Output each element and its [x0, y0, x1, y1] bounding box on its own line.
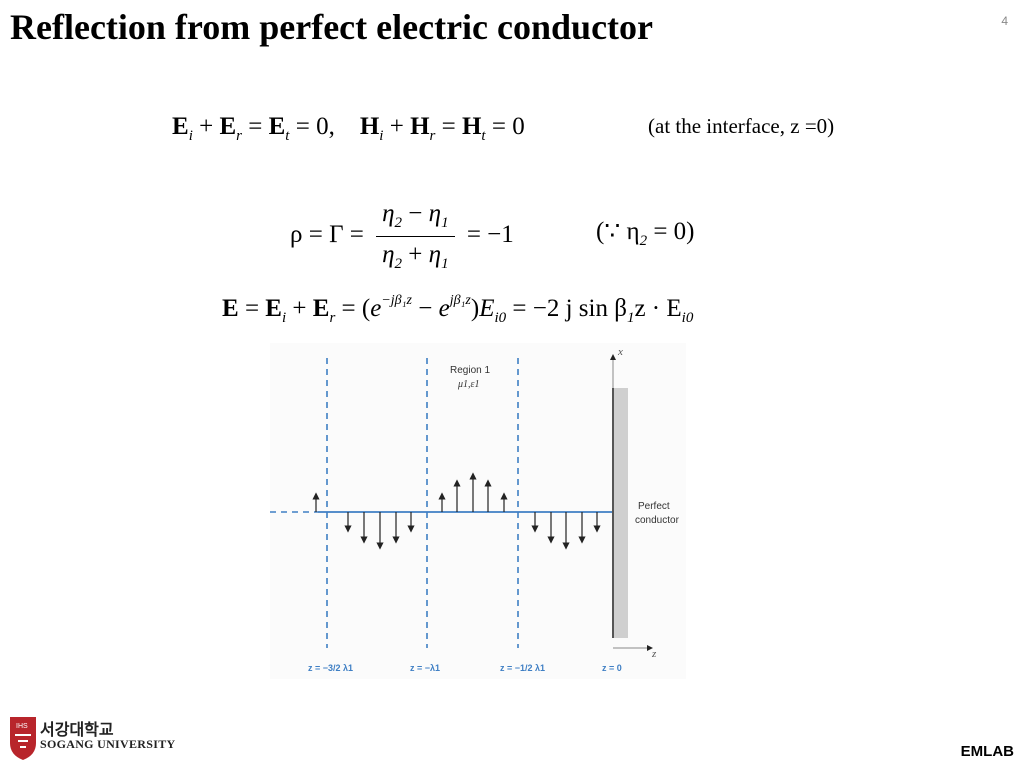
eta-condition: (∵ η2 = 0) — [596, 218, 695, 249]
perfect-conductor — [614, 388, 628, 638]
region-params: μ1,ε1 — [457, 379, 479, 390]
region-label: Region 1 — [450, 365, 490, 376]
z-label-4: z = 0 — [602, 663, 622, 673]
interface-note: (at the interface, z =0) — [648, 114, 835, 138]
conductor-label-1: Perfect — [638, 501, 670, 512]
page-number: 4 — [1001, 14, 1008, 28]
z-label-3: z = −1/2 λ1 — [500, 663, 545, 673]
reflection-coefficient-equation: ρ = Γ = η2 − η1 η2 + η1 = −1 — [290, 200, 514, 272]
footer-label: EMLAB — [960, 743, 1014, 760]
slide-title: Reflection from perfect electric conduct… — [10, 7, 654, 47]
university-logo: IHS — [10, 717, 36, 760]
z-axis-label: z — [651, 648, 657, 660]
standing-wave-figure: x z Region 1 μ1,ε1 Perfect con — [270, 343, 686, 679]
svg-text:IHS: IHS — [16, 723, 28, 730]
z-label-2: z = −λ1 — [410, 663, 440, 673]
total-field-equation: E = Ei + Er = (e−jβ₁z − ejβ₁z)Ei0 = −2 j… — [222, 293, 694, 326]
z-label-1: z = −3/2 λ1 — [308, 663, 353, 673]
conductor-label-2: conductor — [635, 515, 680, 526]
logo-english-name: SOGANG UNIVERSITY — [40, 737, 176, 751]
boundary-equation: Ei + Er = Et = 0, Hi + Hr = Ht = 0 — [172, 113, 525, 144]
logo-korean-name: 서강대학교 — [40, 720, 114, 739]
x-axis-label: x — [617, 346, 623, 358]
